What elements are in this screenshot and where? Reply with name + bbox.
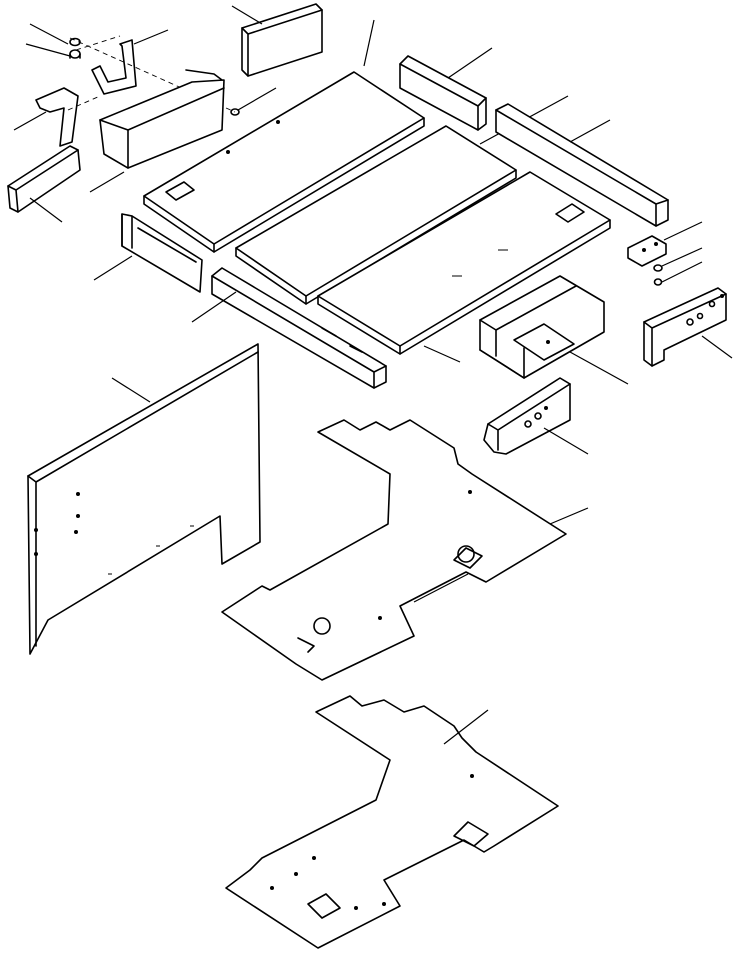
side-block-right bbox=[643, 287, 733, 367]
pad-top-center bbox=[231, 3, 323, 77]
mount-plate bbox=[627, 221, 703, 267]
reference-lines bbox=[67, 35, 236, 113]
battery-box-cover bbox=[89, 69, 225, 193]
pad-top-right bbox=[399, 47, 493, 131]
bolt-cover bbox=[230, 87, 277, 116]
nut-right bbox=[653, 247, 703, 286]
duct-box bbox=[93, 213, 203, 293]
seat-panel-left bbox=[143, 19, 425, 253]
bracket-upper bbox=[91, 29, 169, 95]
seat-panel-right bbox=[317, 171, 611, 363]
rail-front bbox=[191, 267, 387, 389]
seat-panel-center bbox=[235, 95, 569, 305]
bracket-lower bbox=[13, 87, 79, 147]
side-block-center bbox=[483, 377, 589, 455]
floor-mat-upper bbox=[221, 419, 589, 681]
tool-box bbox=[479, 275, 629, 385]
floor-mat-lower bbox=[225, 695, 559, 949]
rail-back bbox=[495, 103, 669, 227]
pad-left bbox=[7, 145, 81, 223]
side-wall-panel bbox=[27, 343, 261, 655]
nut-top-left bbox=[25, 23, 81, 59]
